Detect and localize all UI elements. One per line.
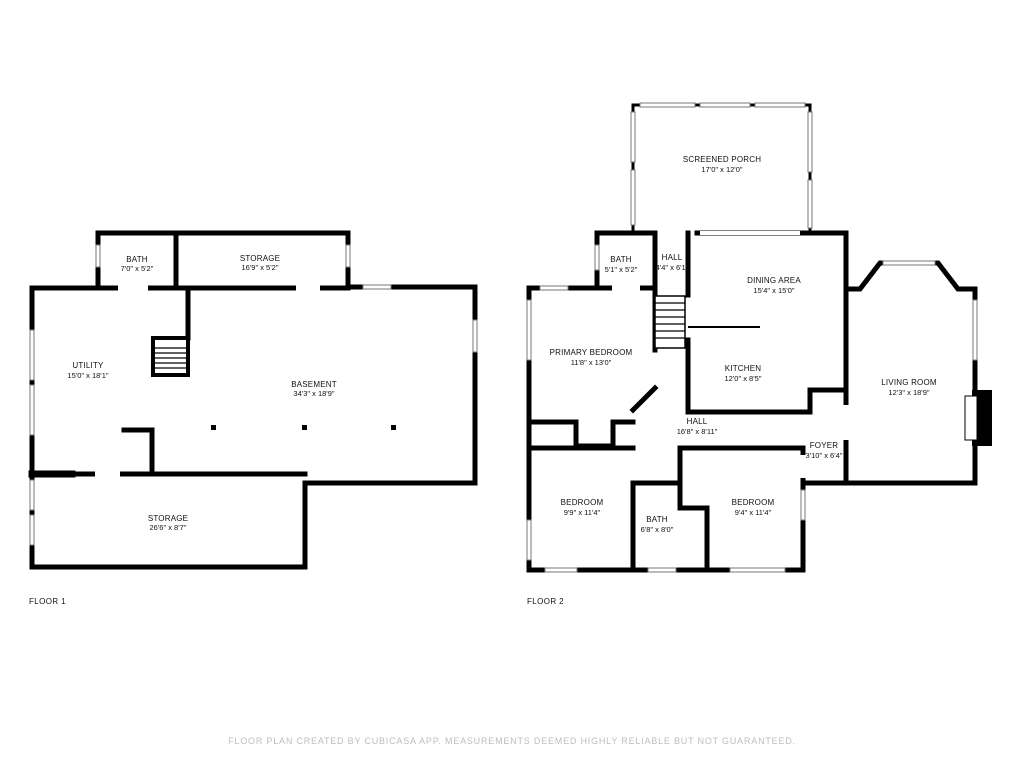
floor-2-stairs (654, 295, 686, 349)
room-dimensions: 4'4" x 6'1" (656, 263, 689, 272)
floor-1-window (345, 244, 351, 268)
floor-2-fireplace-hearth (964, 395, 978, 441)
floor-1-outer-walls (29, 230, 478, 570)
floor-2-porch-screen (807, 111, 813, 173)
floor-2-window (882, 260, 936, 266)
room-dimensions: 15'0" x 18'1" (67, 371, 108, 380)
floor-1-window (29, 329, 35, 381)
floor-1-window (29, 514, 35, 546)
room-name: UTILITY (72, 361, 104, 370)
floor-2-kitchen-wall (685, 337, 849, 415)
room-name: HALL (687, 417, 708, 426)
room-dimensions: 6'8" x 8'0" (641, 525, 674, 534)
room-name: FOYER (810, 441, 839, 450)
room-labels: BATH 7'0" x 5'2" STORAGE 16'9" x 5'2" UT… (67, 155, 936, 534)
room-name: BATH (126, 255, 148, 264)
room-name: BEDROOM (561, 498, 604, 507)
room-dimensions: 16'9" x 5'2" (242, 263, 279, 272)
room-name: SCREENED PORCH (683, 155, 761, 164)
floor-1-plan (28, 230, 478, 570)
floor-2-diagonal-wall (629, 384, 659, 414)
room-name: BEDROOM (732, 498, 775, 507)
room-dimensions: 12'3" x 18'9" (888, 388, 929, 397)
floor-2-porch-screen (630, 169, 636, 226)
floor-2-window (647, 567, 677, 573)
floor-2-window (526, 519, 532, 561)
room-dimensions: 12'0" x 8'5" (725, 374, 762, 383)
floor-1-label: FLOOR 1 (29, 597, 66, 606)
room-dimensions: 7'0" x 5'2" (121, 264, 154, 273)
room-name: DINING AREA (747, 276, 801, 285)
room-name: STORAGE (240, 254, 280, 263)
room-dimensions: 3'10" x 6'4" (806, 451, 843, 460)
room-name: PRIMARY BEDROOM (550, 348, 633, 357)
floor-2-bedroom-wall (677, 445, 710, 573)
floor-2-window (544, 567, 578, 573)
floor-1-stairs (151, 336, 190, 377)
room-name: BASEMENT (291, 380, 337, 389)
floor-2-window (539, 285, 569, 291)
floor-1-column (391, 425, 396, 430)
room-dimensions: 17'0" x 12'0" (701, 165, 742, 174)
floor-2-porch-screen (754, 102, 806, 108)
room-name: KITCHEN (725, 364, 762, 373)
room-name: BATH (610, 255, 632, 264)
room-dimensions: 9'9" x 11'4" (564, 508, 601, 517)
floor-2-window (729, 567, 786, 573)
room-dimensions: 26'6" x 8'7" (150, 523, 187, 532)
floor-1-window (362, 284, 392, 290)
room-name: HALL (662, 253, 683, 262)
footer-disclaimer: FLOOR PLAN CREATED BY CUBICASA APP. MEAS… (228, 736, 796, 746)
floor-2-plan (526, 102, 992, 573)
floor-2-window (594, 244, 600, 271)
floor-2-label: FLOOR 2 (527, 597, 564, 606)
room-name: STORAGE (148, 514, 188, 523)
room-dimensions: 16'8" x 8'11" (677, 427, 718, 436)
room-dimensions: 11'8" x 13'0" (571, 358, 612, 367)
room-name: LIVING ROOM (881, 378, 937, 387)
floor-2-porch-screen (630, 111, 636, 163)
floor-1-column (302, 425, 307, 430)
room-name: BATH (646, 515, 668, 524)
floor-2-porch-screen (699, 102, 751, 108)
floor-1-window (472, 319, 478, 353)
floor-2-porch-screen (639, 102, 696, 108)
floor-1-utility-lower-wall (121, 427, 155, 477)
floor-2-window (800, 489, 806, 521)
floor-2-porch-screen (807, 179, 813, 229)
room-dimensions: 15'4" x 15'0" (753, 286, 794, 295)
room-dimensions: 5'1" x 5'2" (605, 265, 638, 274)
floor-1-window (29, 384, 35, 436)
floor-1-window (29, 479, 35, 511)
floor-2-closet-wall (573, 419, 636, 449)
room-dimensions: 34'3" x 18'9" (293, 389, 334, 398)
room-dimensions: 9'4" x 11'4" (735, 508, 772, 517)
floor-2-window (526, 299, 532, 361)
floor-1-column (211, 425, 216, 430)
floor-1-window (95, 244, 101, 268)
floor-2-window (972, 299, 978, 361)
